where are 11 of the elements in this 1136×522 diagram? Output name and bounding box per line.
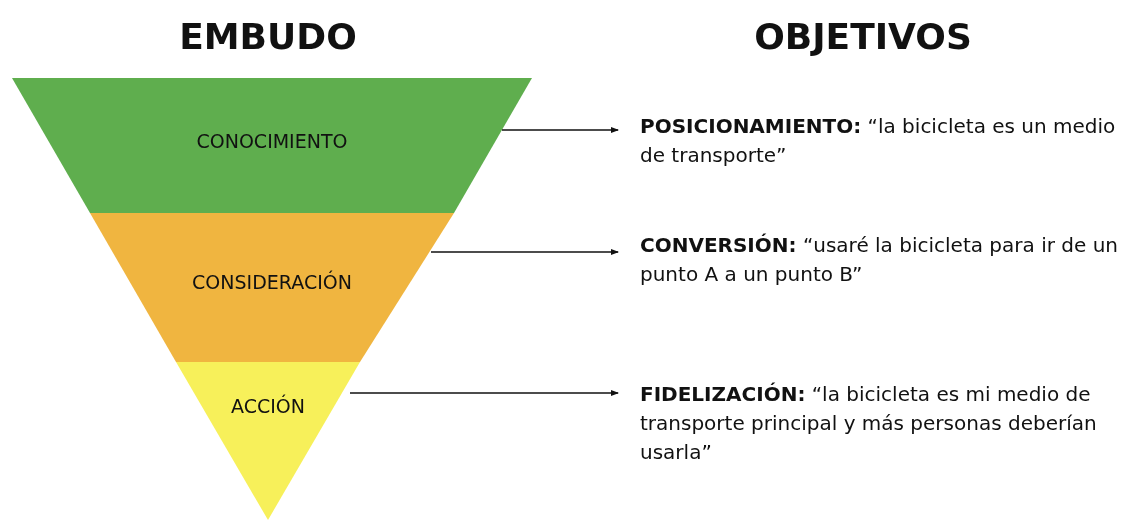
objective-text: CONVERSIÓN: “usaré la bicicleta para ir de un punto A a un punto B” [640,232,1119,288]
stage-label: CONOCIMIENTO [196,130,348,152]
arrow [501,127,619,133]
objective-text: POSICIONAMIENTO: “la bicicleta es un medio de transporte” [640,113,1117,169]
stage-label: CONSIDERACIÓN [192,271,352,293]
arrow [349,390,619,396]
column-heading: EMBUDO [179,16,357,57]
objective-text: FIDELIZACIÓN: “la bicicleta es mi medio de transporte principal y más personas deberían usarla” [640,381,1098,466]
arrow [430,249,619,255]
column-heading: OBJETIVOS [754,16,972,57]
stage-label: ACCIÓN [231,395,305,417]
